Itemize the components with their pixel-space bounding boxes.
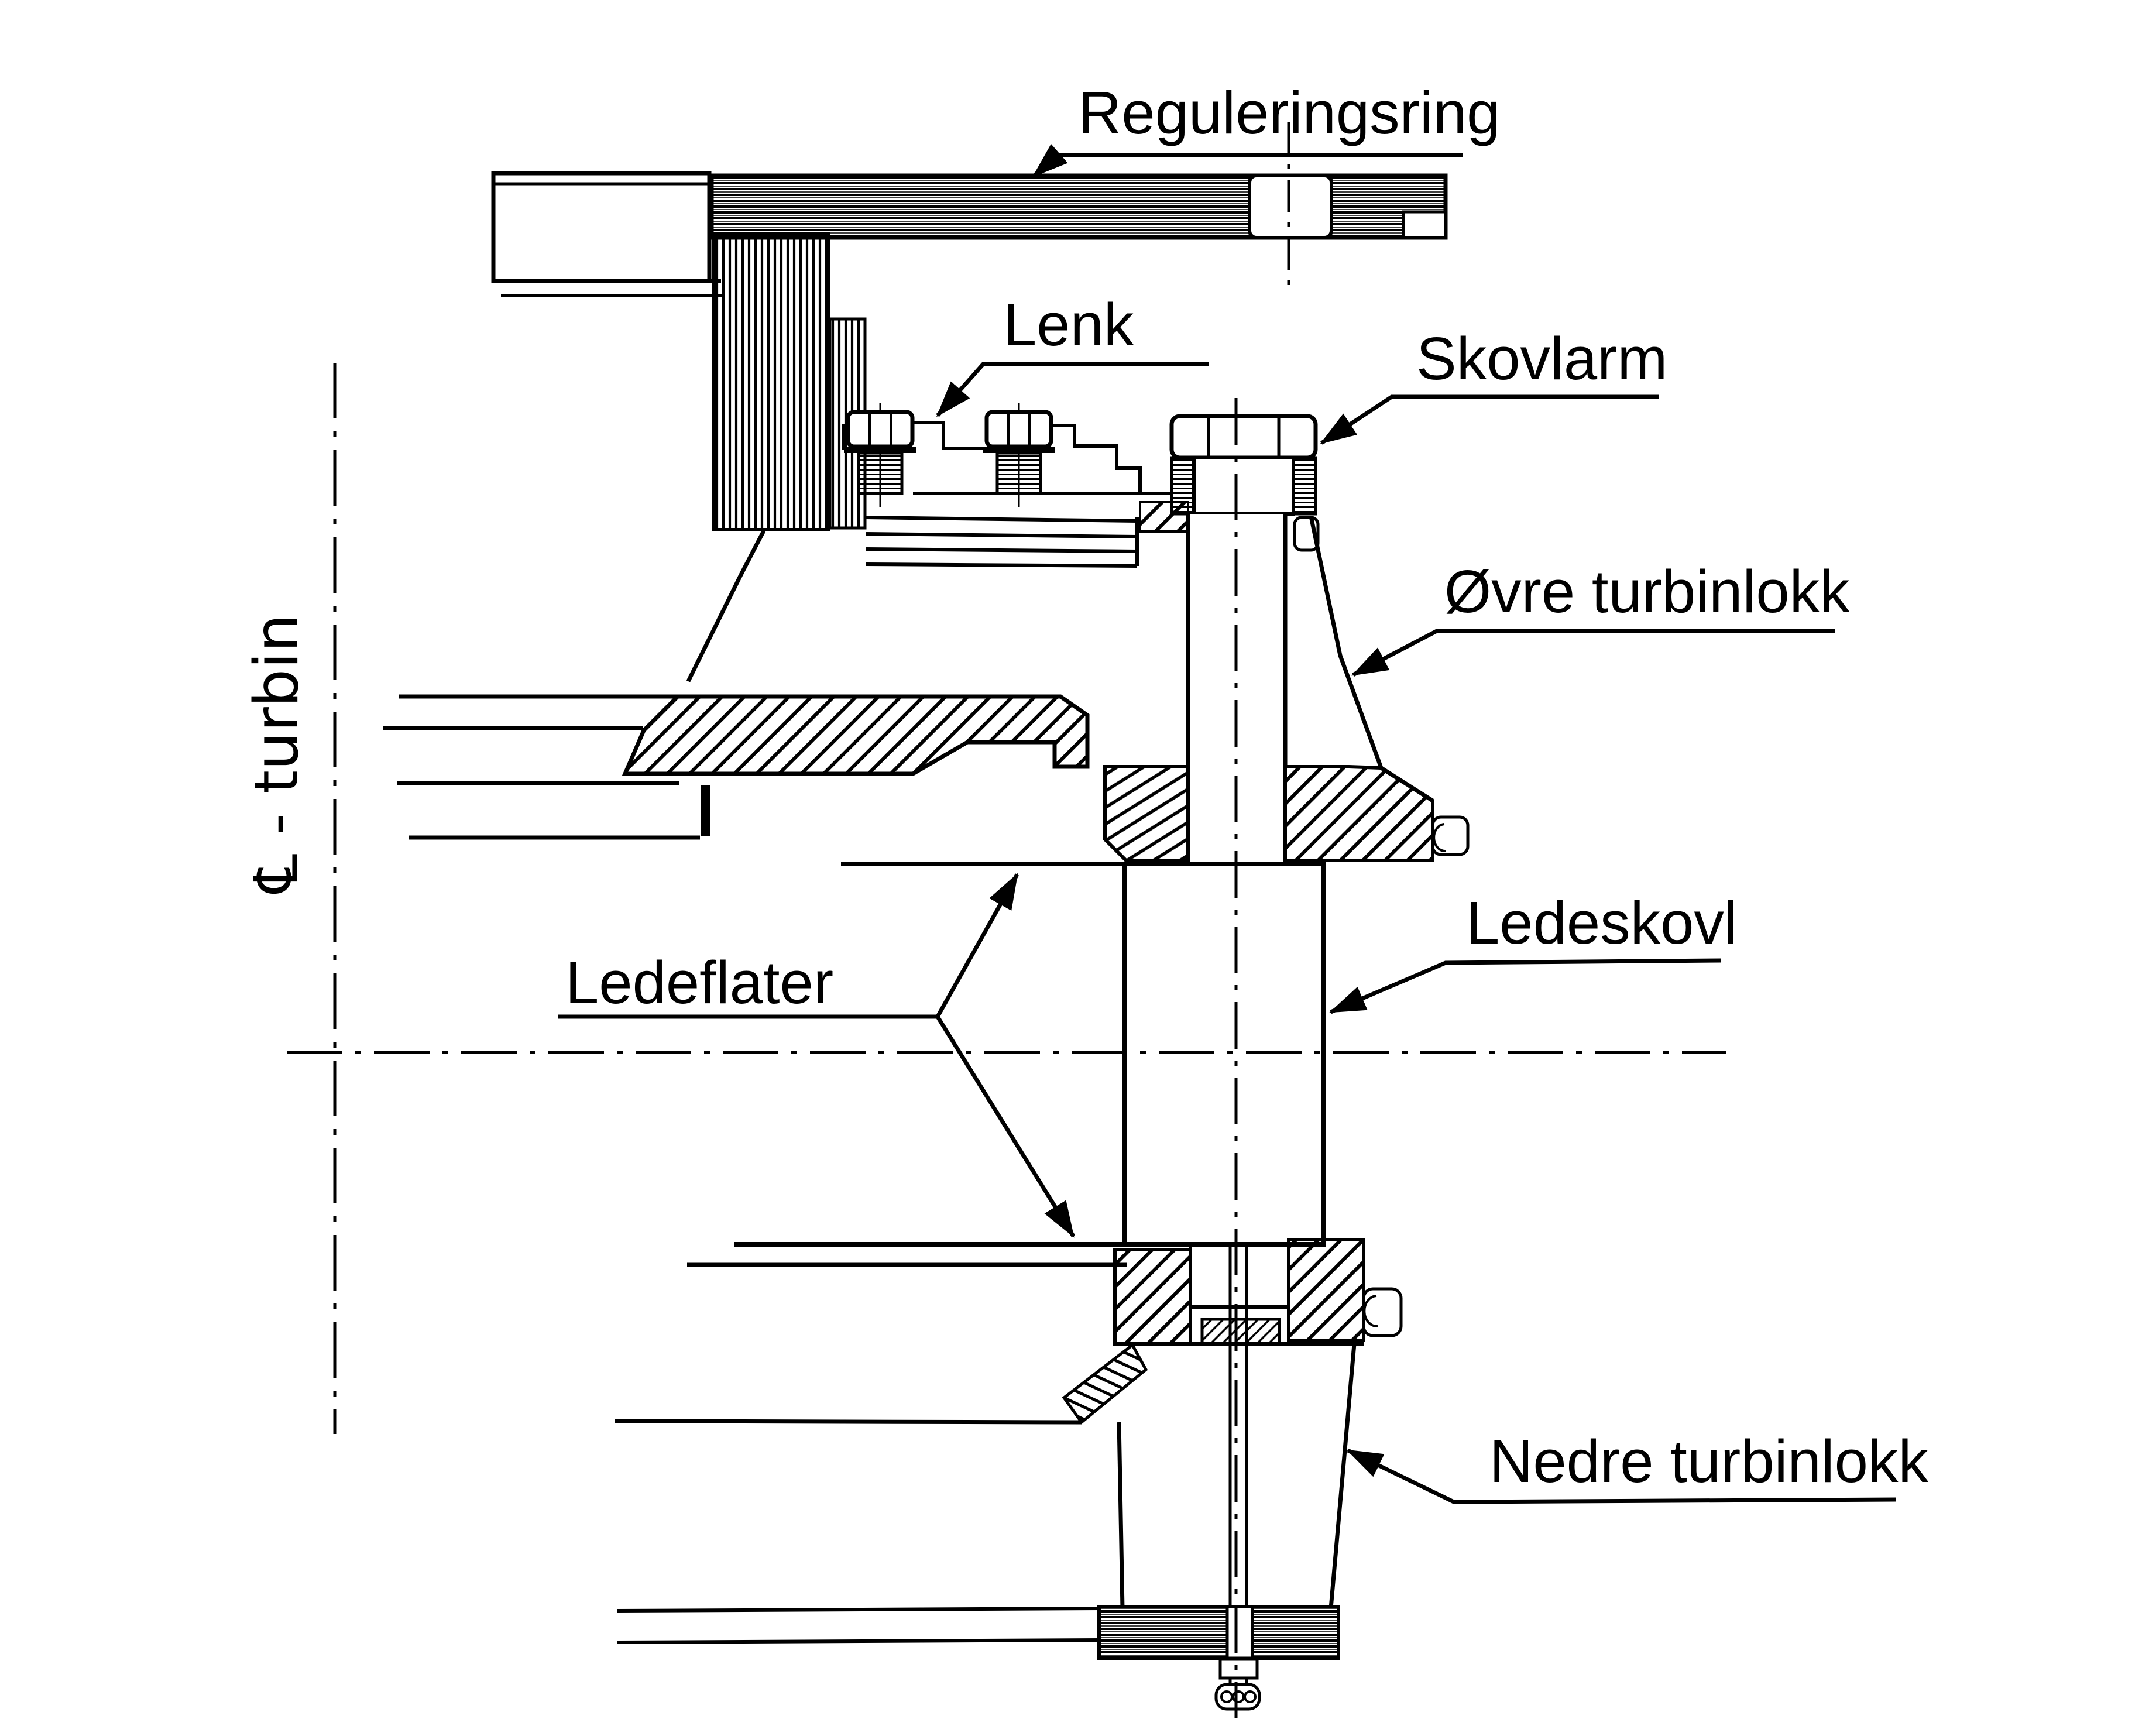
label-centerline-turbin: ℄ - turbin [242, 614, 312, 894]
label-ledeskovl: Ledeskovl [1466, 889, 1738, 956]
link-bolt [844, 403, 916, 507]
leader-ovre-turbinlokk [1351, 629, 1835, 677]
leader-nedre-turbinlokk [1346, 1448, 1897, 1504]
leader-skovlarm [1320, 394, 1659, 445]
lower-guide-surface [687, 1242, 1127, 1267]
stay-ring-bar [491, 171, 725, 297]
centerlines [287, 122, 1726, 1718]
vane-arm [1139, 414, 1320, 767]
label-ledeflater: Ledeflater [565, 949, 833, 1016]
guide-vane [1122, 862, 1326, 1247]
lower-cover [614, 1343, 1357, 1609]
vane-top-flange [1103, 765, 1470, 862]
leader-reguleringsring [1032, 143, 1463, 178]
label-ovre-turbinlokk: Øvre turbinlokk [1444, 558, 1850, 625]
label-skovlarm: Skovlarm [1416, 325, 1667, 392]
cover-wall-section [712, 232, 867, 531]
lower-cover-flange [1113, 1238, 1403, 1346]
leader-ledeskovl [1329, 958, 1721, 1014]
upper-cover-flange [622, 694, 1090, 776]
regulating-ring [709, 173, 1448, 240]
label-reguleringsring: Reguleringsring [1078, 79, 1500, 146]
left-section-lines [383, 694, 710, 840]
arm-plate-lines [866, 516, 1139, 568]
labels: Reguleringsring Lenk Skovlarm Øvre turbi… [242, 79, 1928, 1495]
bottom-ring [617, 1605, 1340, 1711]
leader-ledeflater-lower [936, 1015, 1075, 1238]
leader-lenk [936, 362, 1209, 417]
label-lenk: Lenk [1003, 291, 1134, 358]
link-bolt [983, 403, 1055, 507]
leader-ledeflater-upper [935, 873, 1019, 1018]
label-nedre-turbinlokk: Nedre turbinlokk [1489, 1428, 1928, 1495]
leader-lines [558, 143, 1897, 1504]
